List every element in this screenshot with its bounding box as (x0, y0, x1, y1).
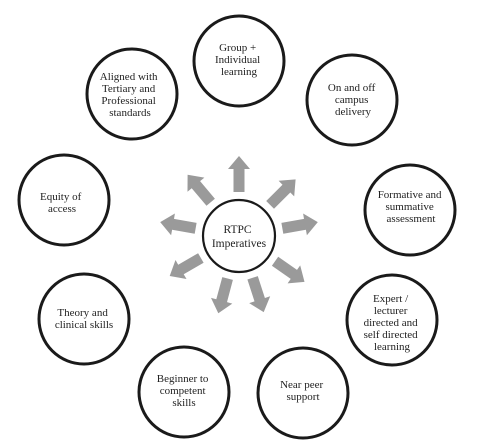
arrow-to-expert-self-directed (271, 256, 305, 284)
arrow-to-near-peer (247, 276, 271, 313)
node-on-off-campus: On and off campus delivery (305, 53, 399, 147)
arrow-to-group-individual (228, 156, 250, 192)
node-near-peer-label: Near peer support (280, 379, 326, 403)
arrow-to-aligned-standards (187, 174, 215, 206)
arrow-to-theory-clinical (169, 253, 204, 279)
arrow-to-equity-access (160, 213, 197, 236)
node-formative-summative: Formative and summative assessment (363, 163, 457, 257)
node-beginner-competent-label: Beginner to competent skills (157, 373, 211, 409)
node-theory-clinical: Theory and clinical skills (37, 272, 131, 366)
node-near-peer: Near peer support (256, 346, 350, 440)
node-group-individual: Group + Individual learning (192, 14, 286, 108)
node-group-individual-label: Group + Individual learning (215, 42, 263, 78)
node-theory-clinical-label: Theory and clinical skills (55, 307, 113, 331)
arrow-to-on-off-campus (266, 179, 296, 209)
node-beginner-competent: Beginner to competent skills (137, 345, 231, 439)
center-label: RTPC Imperatives (212, 224, 267, 250)
node-aligned-standards: Aligned with Tertiary and Professional s… (85, 47, 179, 141)
arrow-to-formative-summative (281, 213, 318, 236)
node-aligned-standards-label: Aligned with Tertiary and Professional s… (100, 71, 161, 119)
node-expert-self-directed-label: Expert / lecturer directed and self dire… (364, 293, 421, 353)
node-equity-access: Equity of access (17, 153, 111, 247)
node-equity-access-label: Equity of access (40, 191, 84, 215)
arrow-to-beginner-competent (211, 277, 233, 314)
node-formative-summative-label: Formative and summative assessment (378, 189, 445, 225)
center-node: RTPC Imperatives (201, 198, 277, 274)
node-on-off-campus-label: On and off campus delivery (328, 82, 378, 118)
arrows (160, 156, 318, 314)
node-expert-self-directed: Expert / lecturer directed and self dire… (345, 273, 439, 367)
